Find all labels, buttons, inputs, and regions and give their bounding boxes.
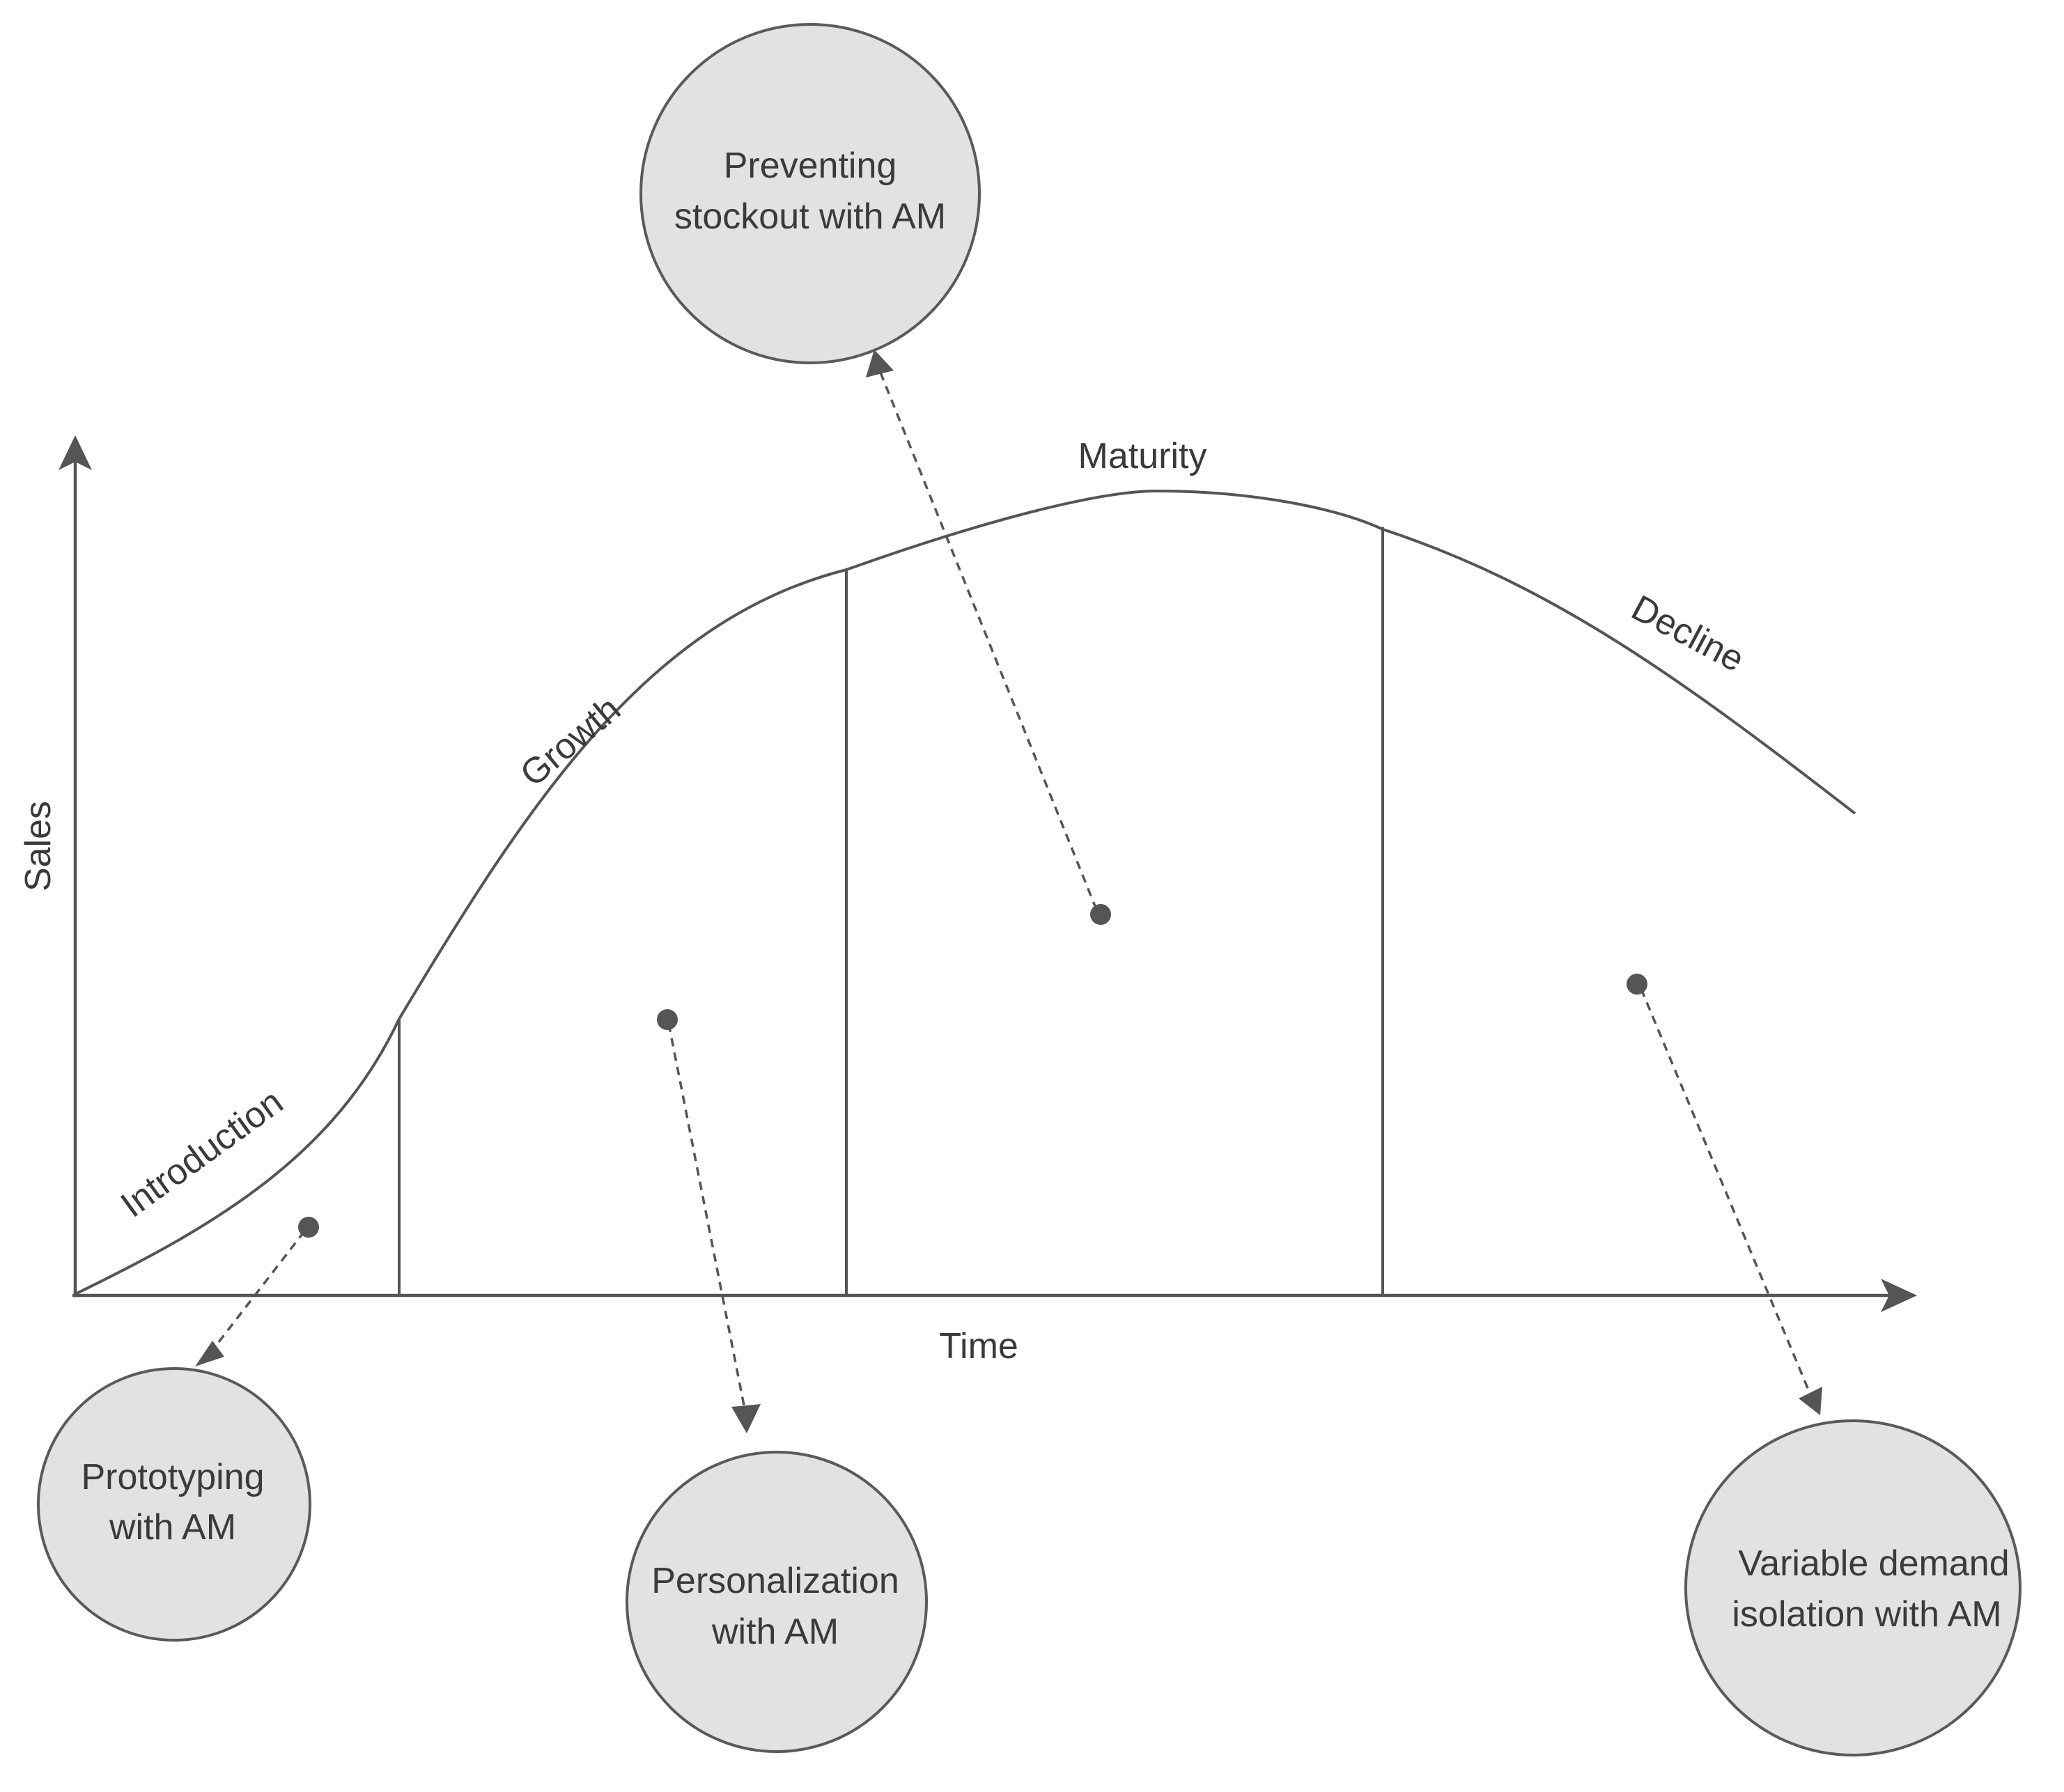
arrow-variable-demand-icon (1799, 1387, 1822, 1415)
connector-prototyping (208, 1230, 306, 1356)
connector-personalization (667, 1023, 747, 1413)
stage-dividers (398, 527, 1384, 1295)
bubble-variable-demand-line-2: isolation with AM (1732, 1594, 2001, 1635)
bubble-personalization-line-2: with AM (711, 1612, 839, 1652)
connector-variable-demand (1640, 988, 1813, 1397)
arrow-personalization-icon (731, 1404, 761, 1433)
bubble-prototyping-circle (37, 1367, 311, 1642)
connector-dot-variable-demand (1627, 974, 1647, 995)
bubble-prototyping-line-2: with AM (109, 1507, 236, 1548)
connectors (195, 350, 1822, 1433)
bubble-personalization-circle (626, 1451, 928, 1753)
arrow-stockout-icon (866, 350, 894, 377)
stage-label-maturity: Maturity (1078, 436, 1207, 476)
stage-label-introduction: Introduction (114, 1082, 290, 1226)
bubble-variable-demand-circle (1684, 1419, 2022, 1756)
bubble-variable-demand: Variable demand isolation with AM (1684, 1419, 2022, 1756)
connector-stockout (878, 368, 1098, 910)
bubble-variable-demand-line-1: Variable demand (1738, 1543, 2009, 1584)
y-axis-arrow-icon (59, 435, 92, 470)
x-axis-label: Time (939, 1326, 1018, 1366)
x-axis-arrow-icon (1881, 1279, 1917, 1312)
bubble-stockout-line-2: stockout with AM (674, 196, 946, 237)
axes: Time Sales (18, 435, 1917, 1366)
arrow-prototyping-icon (195, 1341, 224, 1366)
y-axis-label: Sales (18, 801, 59, 891)
bubble-personalization-line-1: Personalization (651, 1561, 899, 1601)
stage-label-growth: Growth (513, 689, 628, 795)
bubble-stockout-circle (639, 23, 981, 364)
bubble-prototyping-line-1: Prototyping (81, 1457, 264, 1497)
bubble-stockout-line-1: Preventing (724, 146, 897, 186)
bubble-stockout: Preventing stockout with AM (639, 23, 981, 364)
connector-dot-stockout (1090, 904, 1111, 925)
connector-dot-personalization (657, 1009, 678, 1030)
bubble-prototyping: Prototyping with AM (37, 1367, 311, 1642)
stage-label-decline: Decline (1625, 588, 1751, 680)
life-cycle-curve (75, 489, 1856, 1295)
bubble-personalization: Personalization with AM (626, 1451, 928, 1753)
stage-labels: Introduction Growth Maturity Decline (114, 436, 1751, 1226)
